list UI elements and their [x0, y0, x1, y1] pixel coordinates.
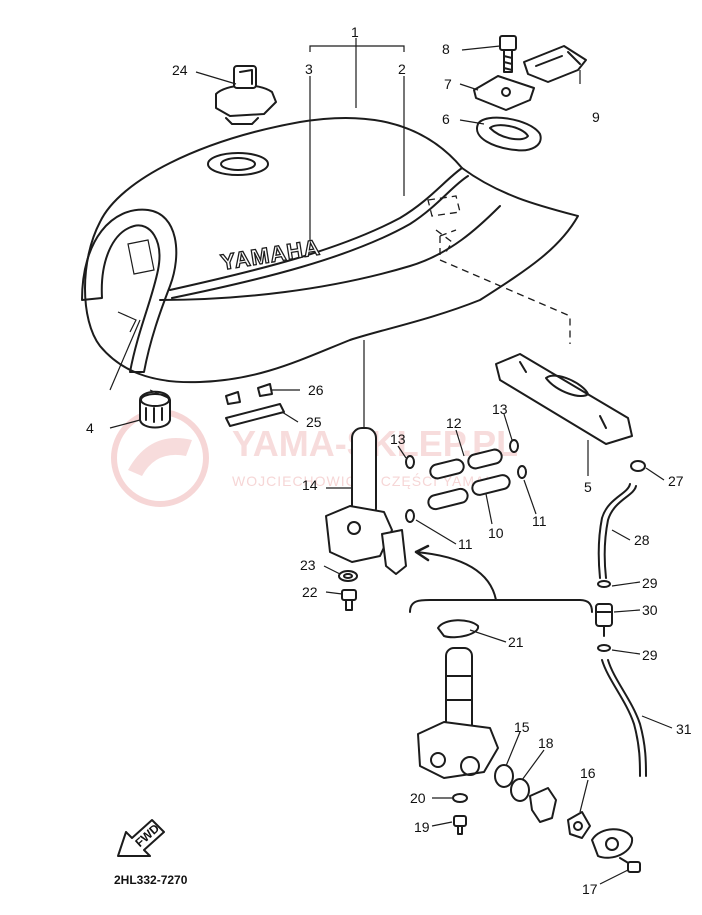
callout-17: 17 [582, 881, 598, 897]
tank-stripe-lower [171, 175, 469, 299]
part-29-clips [597, 580, 611, 652]
tank-filler-inner [220, 157, 256, 171]
part-5-damper-pad [495, 353, 633, 445]
callout-4: 4 [86, 420, 94, 436]
callout-28: 28 [634, 532, 650, 548]
callout-20: 20 [410, 790, 426, 806]
part-15-o-ring [494, 764, 514, 788]
callout-10: 10 [488, 525, 504, 541]
callout-16: 16 [580, 765, 596, 781]
exploded-view-bracket [409, 544, 593, 613]
callout-18: 18 [538, 735, 554, 751]
part-19-screw [453, 815, 467, 835]
tank-body [84, 117, 579, 384]
tank-filler-opening [207, 152, 269, 176]
fuel-cock-exploded [417, 647, 499, 779]
callout-14: 14 [302, 477, 318, 493]
callout-29b: 29 [642, 647, 658, 663]
callout-11b: 11 [458, 536, 473, 552]
part-16-lever-gasket [567, 811, 591, 839]
callout-23: 23 [300, 557, 316, 573]
part-30-valve [595, 603, 613, 637]
part-31-hose [601, 659, 647, 777]
part-13-clips [405, 439, 519, 469]
assembly-lines [439, 229, 571, 344]
callout-6: 6 [442, 111, 450, 127]
tank-lower-edge [159, 205, 501, 301]
watermark-logo-mark [128, 438, 192, 476]
part-23-washer [338, 570, 358, 582]
callout-13b: 13 [390, 431, 406, 447]
part-10-hose-lower [427, 474, 511, 511]
callout-13a: 13 [492, 401, 508, 417]
part-8-bolt [499, 35, 517, 73]
part-6-damper [476, 116, 542, 152]
part-code: 2HL332-7270 [114, 873, 188, 887]
callout-11a: 11 [532, 513, 547, 529]
part-25-strip [225, 403, 285, 427]
callout-3: 3 [305, 61, 313, 77]
part-7-bracket [473, 75, 535, 111]
callout-labels: 1 2 3 4 5 6 7 8 9 10 11 11 12 13 13 14 1… [86, 24, 692, 897]
tank-hidden-mount [427, 195, 461, 253]
callout-1: 1 [351, 24, 359, 40]
callout-22: 22 [302, 584, 318, 600]
part-plate [591, 828, 634, 859]
callout-24: 24 [172, 62, 188, 78]
fuel-tank: YAMAHA [81, 117, 579, 384]
callout-12: 12 [446, 415, 462, 431]
callout-29a: 29 [642, 575, 658, 591]
callout-31: 31 [676, 721, 692, 737]
callout-7: 7 [444, 76, 452, 92]
part-12-hose-upper [429, 448, 503, 480]
part-28-hose [597, 483, 637, 579]
part-27-clip [630, 460, 646, 472]
callout-9: 9 [592, 109, 600, 125]
tank-front-loop [81, 208, 178, 373]
part-9-clip [523, 45, 587, 83]
callout-30: 30 [642, 602, 658, 618]
part-26-clips [225, 383, 273, 405]
callout-19: 19 [414, 819, 430, 835]
part-11-clips [405, 465, 527, 523]
callout-5: 5 [584, 479, 592, 495]
part-21-gasket [437, 619, 479, 639]
leader-lines [109, 38, 673, 885]
callout-21: 21 [508, 634, 524, 650]
callout-26: 26 [308, 382, 324, 398]
tank-front-bracket [117, 239, 155, 333]
callout-8: 8 [442, 41, 450, 57]
part-22-screw [341, 589, 357, 611]
part-17-screw [619, 857, 641, 873]
callout-15: 15 [514, 719, 530, 735]
part-lever [529, 787, 557, 823]
part-24-fuel-cap [215, 65, 277, 125]
part-14-fuel-cock [325, 427, 407, 575]
callout-25: 25 [306, 414, 322, 430]
callout-2: 2 [398, 61, 406, 77]
tank-stripe-upper [169, 167, 463, 291]
callout-27: 27 [668, 473, 684, 489]
part-20-washer [452, 793, 468, 803]
part-4-grommet [139, 390, 171, 429]
fwd-arrow: FWD [117, 819, 165, 857]
part-18-o-ring [510, 778, 530, 802]
